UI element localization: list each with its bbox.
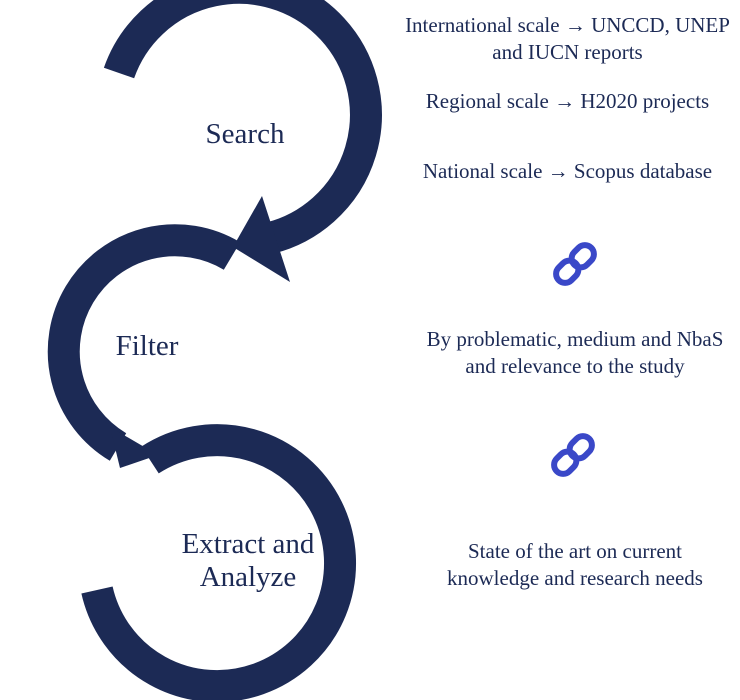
filter-arc — [47, 224, 241, 461]
note-international-scale: International scale → UNCCD, UNEP and IU… — [405, 13, 730, 64]
note-extract-outcome: State of the art on current knowledge an… — [447, 539, 703, 590]
step-search-label: Search — [205, 118, 285, 150]
link-icon — [551, 433, 595, 477]
search-arc — [103, 0, 382, 254]
step-filter-label: Filter — [115, 330, 179, 362]
filter-arrowhead — [110, 427, 158, 468]
search-arrowhead — [233, 196, 290, 282]
link-icon — [553, 242, 597, 286]
note-regional-scale: Regional scale → H2020 projects — [425, 89, 710, 113]
extract-arc — [81, 424, 357, 700]
note-filter-criteria: By problematic, medium and NbaS and rele… — [426, 327, 724, 378]
step-extract-label: Extract and Analyze — [181, 528, 315, 594]
note-national-scale: National scale → Scopus database — [422, 159, 713, 183]
